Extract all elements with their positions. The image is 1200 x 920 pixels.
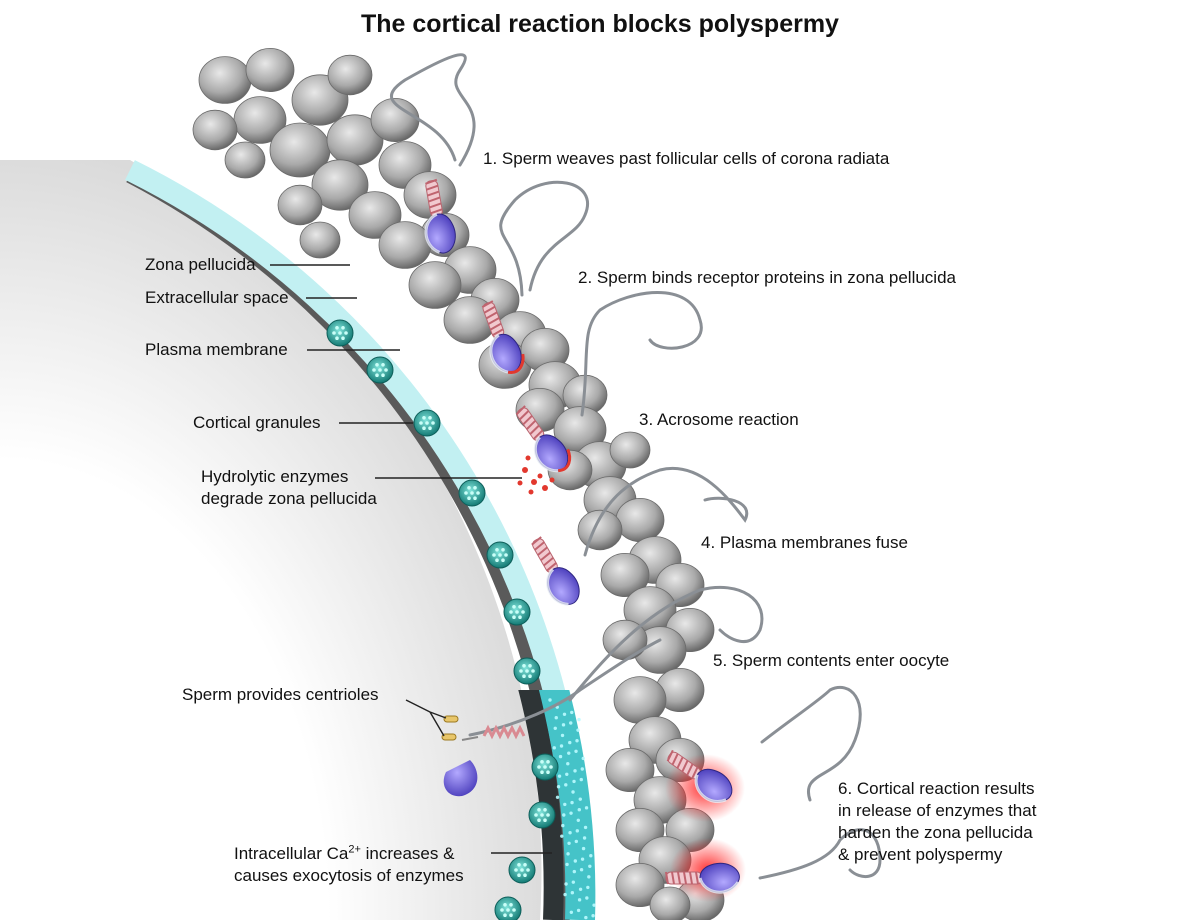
leader-lines	[270, 264, 552, 854]
follicular-cell	[192, 109, 238, 151]
sperm-midpiece	[481, 300, 505, 339]
follicular-cell	[277, 184, 323, 226]
cortical-granule	[326, 319, 354, 347]
centriole-arrow	[461, 736, 479, 741]
step-4-line: 4. Plasma membranes fuse	[701, 533, 908, 552]
step-6-line-1: 6. Cortical reaction results	[838, 779, 1035, 798]
cortical-granule	[458, 479, 486, 507]
step-1-line: 1. Sperm weaves past follicular cells of…	[483, 149, 890, 168]
sperm-tails	[389, 53, 882, 880]
cortical-granule	[531, 753, 559, 781]
step-6-line-3: harden the zona pellucida	[838, 823, 1033, 842]
follicular-cell	[605, 748, 655, 793]
cortical-granule	[413, 409, 441, 437]
step-6-line-2: in release of enzymes that	[838, 801, 1037, 820]
label-plasma-membrane: Plasma membrane	[145, 340, 288, 359]
follicular-cell	[327, 54, 373, 96]
calcium-text-end: increases &	[360, 844, 455, 863]
sperm-nucleus-inside	[443, 760, 478, 797]
calcium-text: Intracellular Ca	[234, 844, 349, 863]
step-3-label: 3. Acrosome reaction	[639, 409, 799, 431]
follicular-cell	[311, 159, 369, 211]
sperm-cell	[665, 862, 740, 894]
sperm-tail-2	[499, 180, 589, 297]
label-calcium-line1: Intracellular Ca2+ increases &	[234, 843, 464, 865]
cortical-granule	[528, 801, 556, 829]
follicular-cell	[609, 431, 651, 469]
step-6-label: 6. Cortical reaction results in release …	[838, 778, 1036, 866]
sperm-tail-5	[568, 585, 764, 702]
label-extracellular-space: Extracellular space	[145, 288, 289, 307]
acrosomal-enzymes	[517, 455, 555, 495]
follicular-cell	[299, 221, 341, 259]
sperm-cell	[666, 749, 733, 803]
follicular-cell	[245, 48, 295, 93]
follicular-cell	[600, 553, 650, 598]
zona-pellucida-hardened	[538, 690, 596, 920]
cortical-granule	[366, 356, 394, 384]
label-centrioles: Sperm provides centrioles	[182, 685, 379, 704]
step-6-line-4: & prevent polyspermy	[838, 845, 1003, 864]
sperm-tail-1	[389, 53, 476, 167]
step-3-line: 3. Acrosome reaction	[639, 410, 799, 429]
step-2-label: 2. Sperm binds receptor proteins in zona…	[578, 267, 956, 289]
label-zona-pellucida: Zona pellucida	[145, 255, 256, 274]
extracellular-space-exocytosis	[518, 690, 564, 920]
follicular-cell	[615, 497, 665, 542]
step-5-label: 5. Sperm contents enter oocyte	[713, 650, 949, 672]
step-1-label: 1. Sperm weaves past follicular cells of…	[483, 148, 889, 170]
cortical-granule	[494, 896, 522, 920]
centrioles	[441, 715, 459, 741]
cortical-granule	[503, 598, 531, 626]
label-calcium: Intracellular Ca2+ increases & causes ex…	[234, 843, 464, 887]
follicular-cell	[198, 56, 252, 104]
label-hydrolytic-enzymes: Hydrolytic enzymes degrade zona pellucid…	[201, 466, 377, 510]
oocyte-cytoplasm	[0, 160, 542, 920]
follicular-cell	[408, 261, 462, 309]
label-calcium-line2: causes exocytosis of enzymes	[234, 866, 464, 885]
sperm-cell	[515, 405, 572, 473]
sperm-tail-3	[580, 291, 703, 417]
sperm-cell	[481, 300, 525, 374]
cortical-granule	[513, 657, 541, 685]
sperm-midpiece	[515, 405, 545, 441]
sperm-tail-7	[758, 828, 882, 880]
step-4-label: 4. Plasma membranes fuse	[701, 532, 908, 554]
step-5-line: 5. Sperm contents enter oocyte	[713, 651, 950, 670]
sperm-tail-4	[583, 466, 749, 557]
calcium-superscript: 2+	[348, 843, 361, 856]
sperm-midpiece	[531, 536, 558, 573]
sperm-tail-entry	[468, 638, 662, 737]
follicular-cell	[615, 863, 665, 908]
released-enzymes	[548, 698, 596, 920]
follicular-cell	[348, 191, 402, 239]
sperm-cell	[531, 536, 580, 606]
label-hydrolytic-line2: degrade zona pellucida	[201, 489, 377, 508]
sperm-midpiece	[425, 178, 443, 217]
step-2-line: 2. Sperm binds receptor proteins in zona…	[578, 268, 956, 287]
cortical-granule	[508, 856, 536, 884]
follicular-cell	[649, 886, 691, 920]
follicular-cell	[378, 221, 432, 269]
sperm-cells	[424, 178, 740, 894]
follicular-cell	[224, 141, 266, 179]
sperm-midpiece	[665, 871, 703, 885]
sperm-tail-6	[760, 686, 862, 802]
label-hydrolytic-line1: Hydrolytic enzymes	[201, 467, 349, 486]
cortical-granule	[486, 541, 514, 569]
diagram-title: The cortical reaction blocks polyspermy	[361, 10, 839, 38]
cortical-granules	[326, 319, 559, 920]
sperm-cell	[424, 178, 456, 254]
sperm-midpiece-inside	[482, 724, 526, 740]
label-cortical-granules: Cortical granules	[193, 413, 321, 432]
